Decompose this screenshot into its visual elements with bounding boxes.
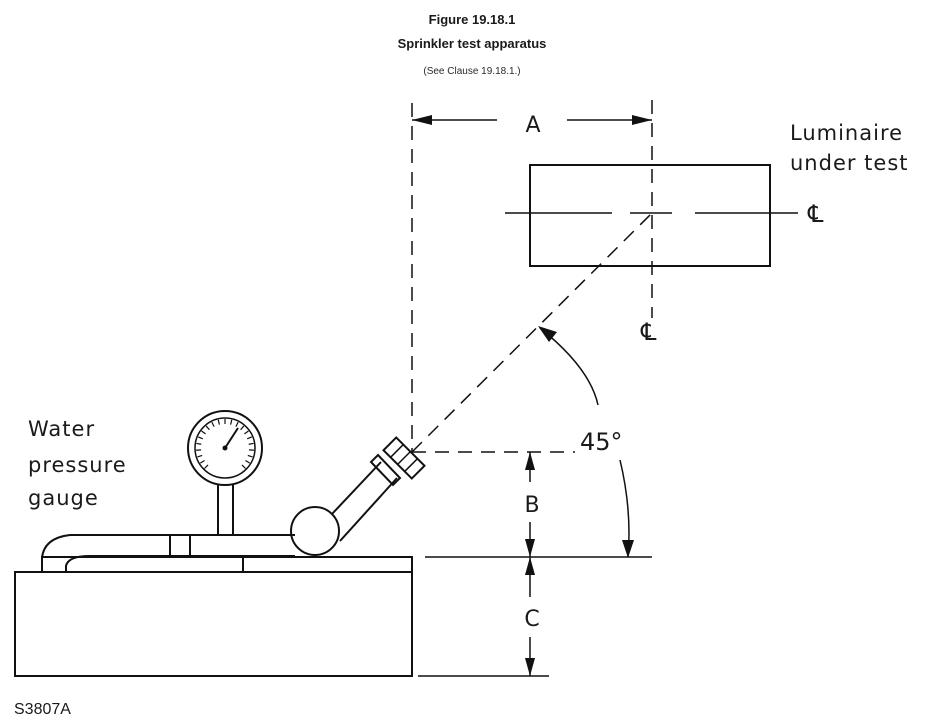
- luminaire-label-line1: Luminaire: [790, 121, 903, 145]
- gauge-tick: [247, 454, 253, 458]
- dimension-c-label: C: [524, 607, 539, 632]
- gauge-label-line2: pressure: [28, 453, 127, 477]
- gauge-tick: [240, 425, 245, 431]
- gauge-dial: [187, 410, 263, 486]
- dimension-a: A: [412, 113, 652, 138]
- clause-reference: (See Clause 19.18.1.): [423, 66, 520, 77]
- gauge-tick: [248, 442, 254, 445]
- dimension-a-label: A: [525, 113, 540, 138]
- gauge-tick: [197, 436, 204, 440]
- gauge-tick: [196, 442, 202, 445]
- angle-indicator: 45°: [538, 326, 634, 558]
- pipe-outer-contour: [41, 534, 295, 572]
- water-supply-pipe: [41, 534, 295, 572]
- dimension-b: B: [524, 452, 540, 557]
- gauge-tick: [235, 421, 239, 427]
- gauge-label-line1: Water: [28, 417, 95, 441]
- valve-ball: [290, 506, 340, 556]
- pipe-inner-contour: [65, 555, 295, 572]
- luminaire-under-test: ℄ ℄: [505, 100, 824, 346]
- figure-title: Sprinkler test apparatus: [398, 36, 547, 51]
- test-bench: [14, 556, 413, 677]
- drawing-code: S3807A: [14, 701, 71, 718]
- angle-label: 45°: [580, 428, 623, 456]
- gauge-tick: [201, 430, 206, 435]
- gauge-tick: [211, 421, 215, 427]
- pressure-gauge: [187, 410, 263, 535]
- gauge-tick: [246, 436, 253, 440]
- gauge-tick: [241, 464, 246, 469]
- gauge-tick: [197, 454, 203, 458]
- gauge-tick: [244, 430, 249, 435]
- luminaire-label-line2: under test: [790, 151, 909, 175]
- dimension-b-label: B: [524, 493, 539, 518]
- valve-and-riser: [290, 453, 402, 556]
- bench-body: [14, 571, 413, 677]
- luminaire-box: [529, 164, 771, 267]
- gauge-needle: [224, 427, 239, 449]
- centerline-symbol-horizontal: ℄: [807, 200, 824, 228]
- sprinkler-head: [382, 436, 426, 480]
- gauge-ticks: [196, 419, 254, 469]
- centerline-symbol-vertical: ℄: [640, 318, 657, 346]
- gauge-tick: [205, 425, 210, 431]
- spray-line-45-degrees: [411, 212, 653, 453]
- dimension-c: C: [524, 557, 540, 676]
- gauge-tick: [199, 460, 205, 464]
- gauge-tick: [217, 419, 220, 425]
- bench-top-plate: [41, 556, 413, 573]
- figure-number: Figure 19.18.1: [429, 12, 516, 27]
- gauge-tick: [245, 460, 251, 464]
- gauge-label-line3: gauge: [28, 486, 99, 510]
- gauge-tick: [204, 464, 209, 469]
- gauge-tick: [230, 419, 233, 425]
